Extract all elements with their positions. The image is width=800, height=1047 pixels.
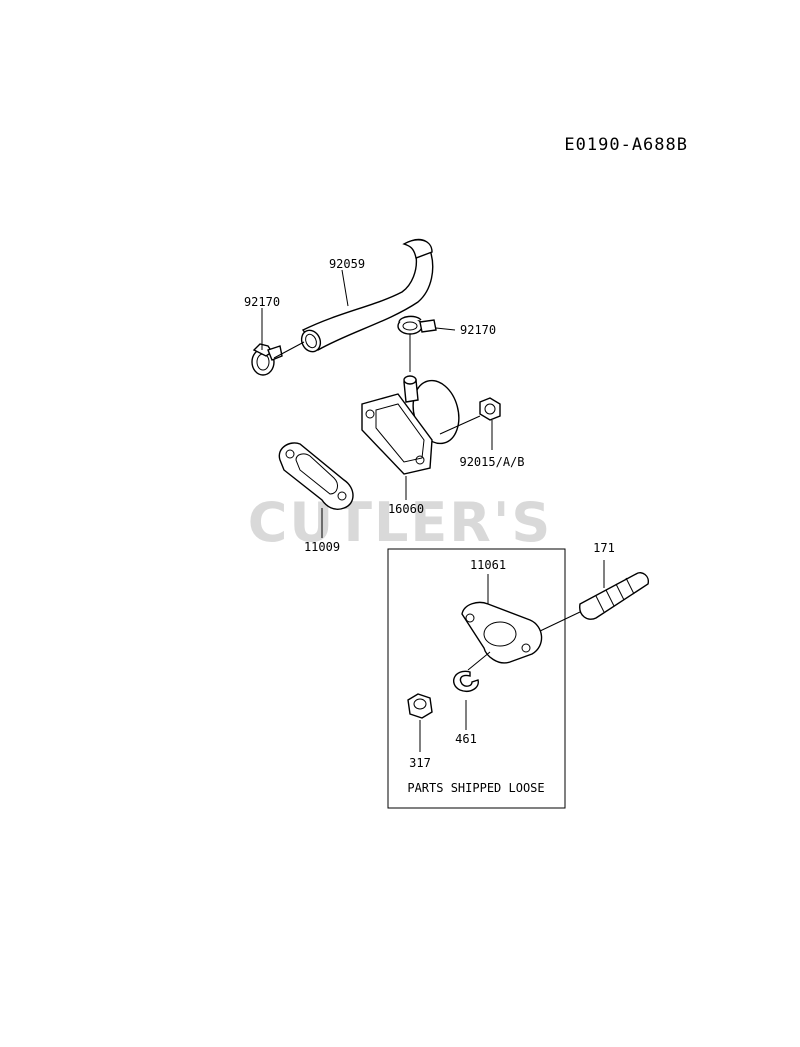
- part-label-nut: 317: [409, 756, 431, 770]
- gasket-part: [278, 442, 354, 510]
- part-label-loose-gasket: 11061: [470, 558, 506, 572]
- part-label-gasket: 11009: [304, 540, 340, 554]
- clamp-left-part: [251, 343, 283, 376]
- part-label-circlip: 461: [455, 732, 477, 746]
- watermark: CUTLER'S: [248, 491, 553, 554]
- part-label-clamp-left: 92170: [244, 295, 280, 309]
- circlip-part: [452, 670, 479, 730]
- bracket-part: [361, 375, 460, 475]
- loose-parts-caption: PARTS SHIPPED LOOSE: [407, 781, 544, 795]
- diagram-code: E0190-A688B: [564, 135, 688, 155]
- stud-part: [537, 560, 650, 633]
- part-label-clamp-right: 92170: [460, 323, 496, 337]
- loose-parts-box: [387, 548, 566, 809]
- hose-part: [300, 238, 434, 353]
- part-label-nut-flange: 92015/A/B: [459, 455, 524, 469]
- nut-part: [407, 693, 433, 752]
- nut-flange-part: [439, 397, 501, 435]
- part-label-bracket: 16060: [388, 502, 424, 516]
- loose-gasket-part: [461, 574, 543, 671]
- part-label-stud: 171: [593, 541, 615, 555]
- part-label-hose: 92059: [329, 257, 365, 271]
- clamp-right-part: [397, 315, 437, 335]
